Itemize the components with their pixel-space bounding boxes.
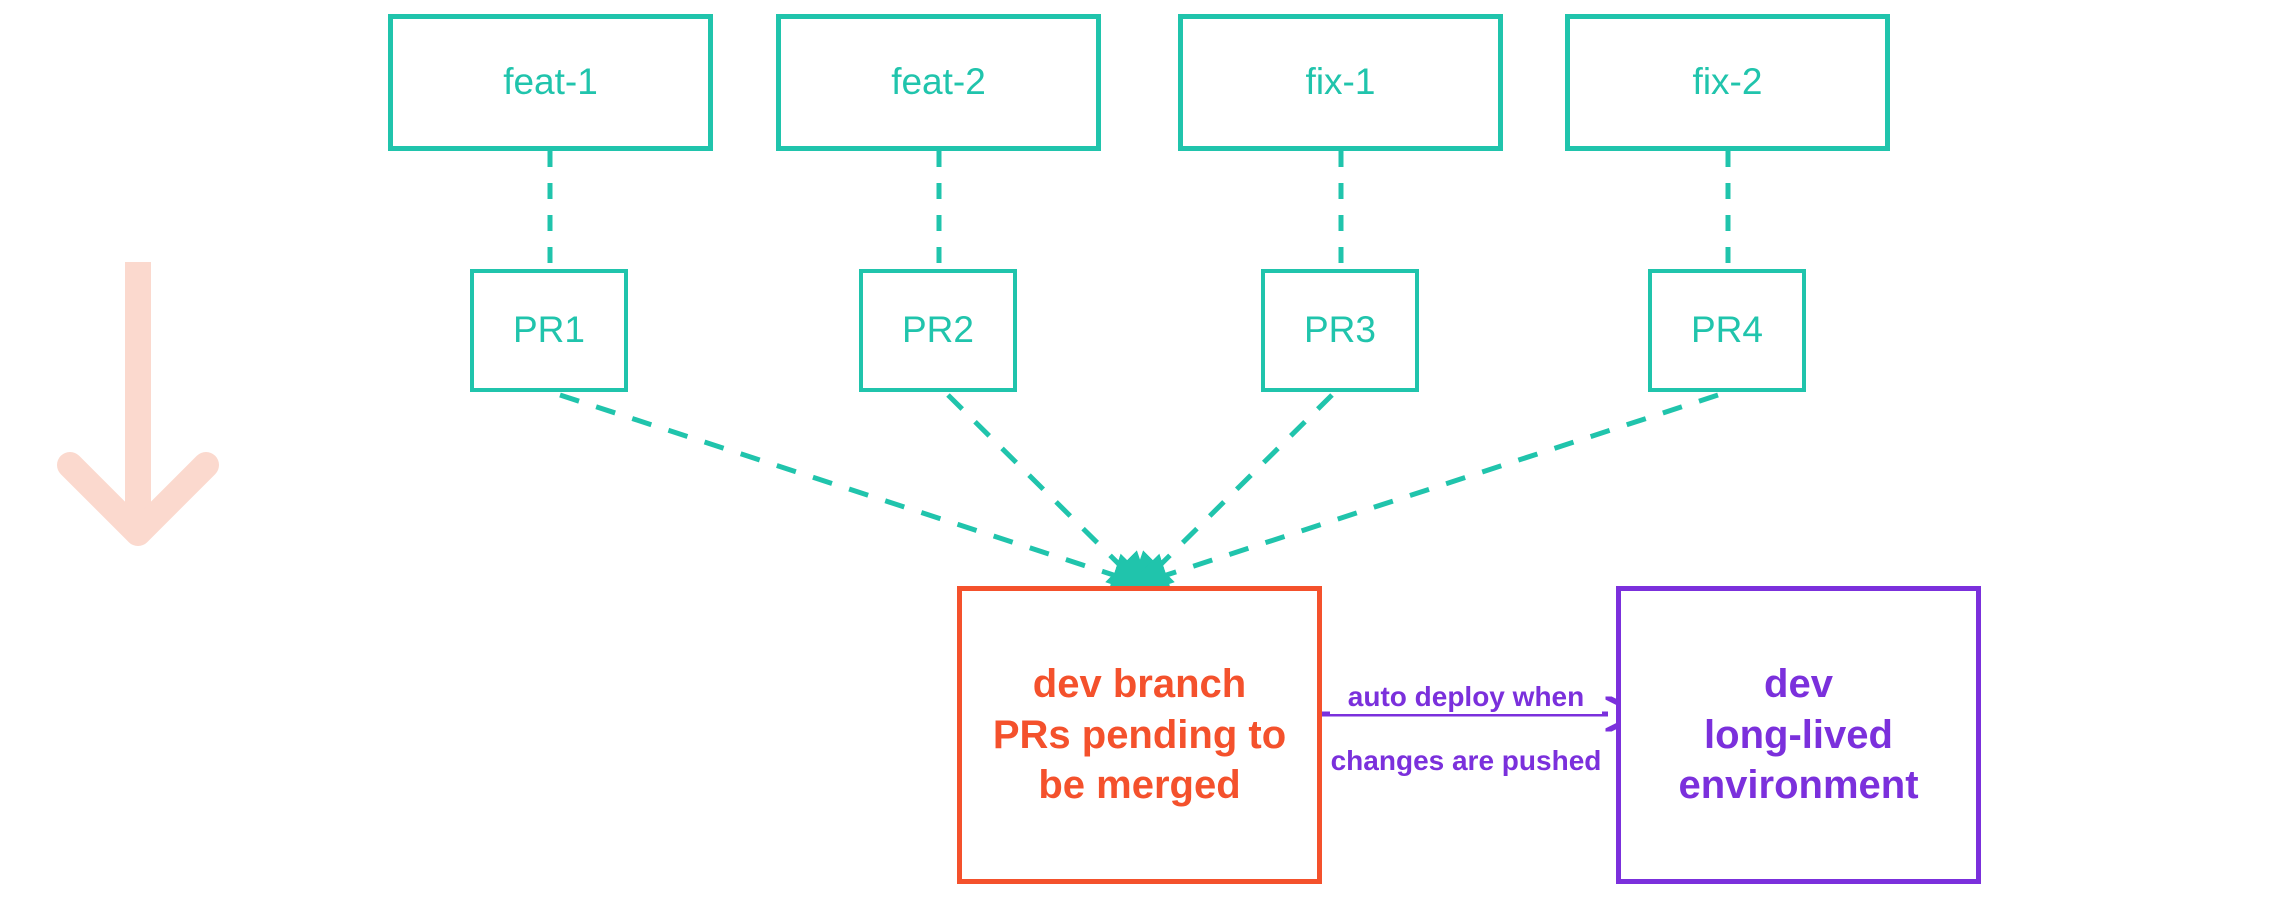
dev-environment-box[interactable]: dev long-lived environment bbox=[1616, 586, 1981, 884]
edge-pr4-dev bbox=[1123, 392, 1719, 597]
pr-box-pr3[interactable]: PR3 bbox=[1261, 269, 1419, 392]
branch-box-feat-2[interactable]: feat-2 bbox=[776, 14, 1101, 151]
dev-branch-title: dev branch bbox=[1033, 659, 1246, 709]
pr-box-pr4[interactable]: PR4 bbox=[1648, 269, 1806, 392]
edge-pr1-dev bbox=[559, 392, 1157, 597]
pr-label: PR4 bbox=[1691, 309, 1763, 351]
dev-environment-title: dev bbox=[1764, 662, 1833, 707]
dev-environment-line3: environment bbox=[1678, 763, 1919, 808]
edge-pr3-dev bbox=[1127, 393, 1334, 598]
dev-branch-title-rest: branch bbox=[1101, 662, 1247, 707]
deploy-label-top: auto deploy when bbox=[1330, 680, 1602, 714]
dev-branch-line2: PRs pending to bbox=[992, 712, 1287, 757]
down-arrow-icon bbox=[57, 262, 219, 546]
dev-branch-box[interactable]: dev branch PRs pending to be merged bbox=[957, 586, 1322, 884]
branch-label: fix-2 bbox=[1692, 61, 1763, 103]
pr-label: PR2 bbox=[902, 309, 974, 351]
branch-label: feat-1 bbox=[503, 61, 598, 103]
edge-pr2-dev bbox=[946, 393, 1153, 598]
pr-box-pr2[interactable]: PR2 bbox=[859, 269, 1017, 392]
branch-label: fix-1 bbox=[1305, 61, 1376, 103]
pr-label: PR1 bbox=[513, 309, 585, 351]
dev-environment-line2: long-lived bbox=[1704, 712, 1893, 757]
branch-box-fix-1[interactable]: fix-1 bbox=[1178, 14, 1503, 151]
dev-branch-line3: be merged bbox=[1038, 763, 1241, 808]
deploy-label-bottom: changes are pushed bbox=[1324, 744, 1608, 778]
branch-box-fix-2[interactable]: fix-2 bbox=[1565, 14, 1890, 151]
branch-box-feat-1[interactable]: feat-1 bbox=[388, 14, 713, 151]
branch-label: feat-2 bbox=[891, 61, 986, 103]
pr-label: PR3 bbox=[1304, 309, 1376, 351]
pr-box-pr1[interactable]: PR1 bbox=[470, 269, 628, 392]
dev-branch-title-bold: dev bbox=[1032, 662, 1102, 707]
